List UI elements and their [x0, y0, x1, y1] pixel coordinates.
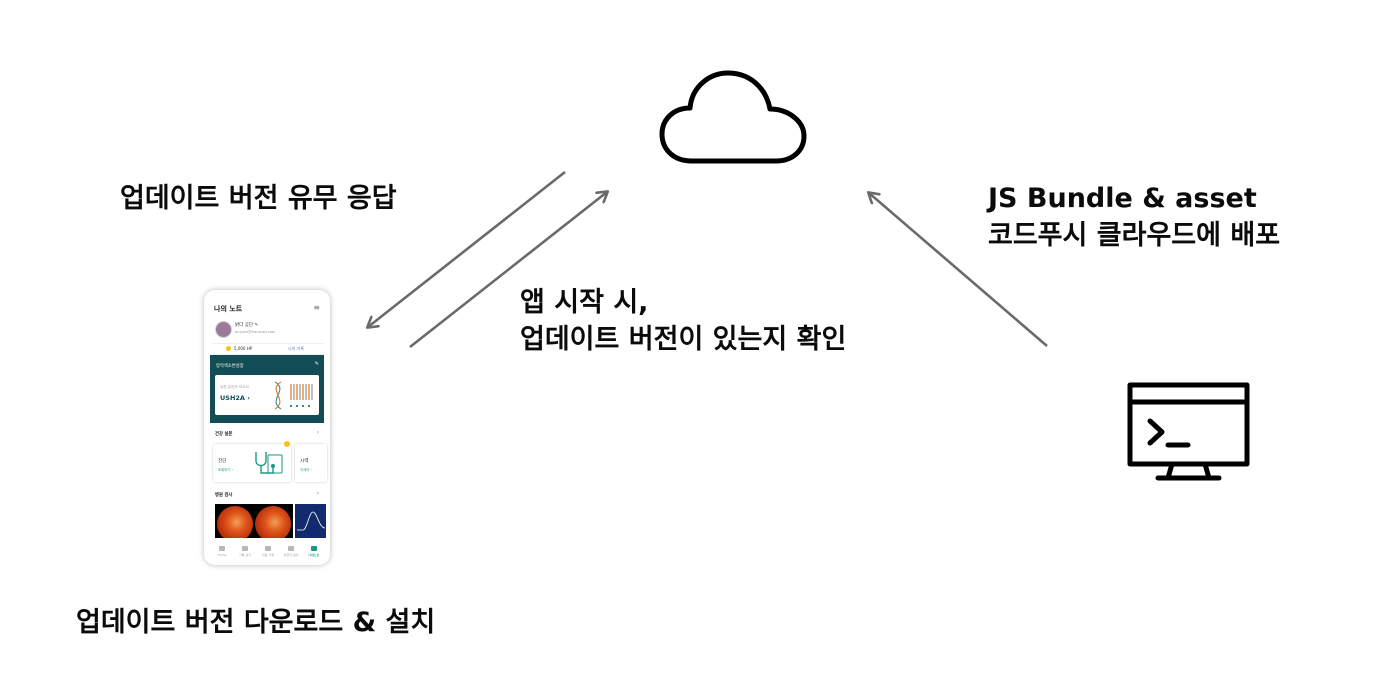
chevron-right-icon: ›	[316, 429, 319, 436]
dna-icon	[274, 381, 313, 410]
diagnosis-link: 조회하기 ›	[218, 468, 233, 472]
app-start-check-label: 앱 시작 시, 업데이트 버전이 있는지 확인	[520, 284, 846, 358]
retina-image	[215, 504, 293, 538]
vision-card: 시력 자세히 ›	[295, 444, 327, 482]
retina-right	[255, 506, 291, 538]
genetic-report-title: 망막색소변성증	[216, 364, 244, 369]
diagnosis-title: 진단	[218, 459, 227, 464]
user-email: anyone@hansney.com	[235, 330, 276, 334]
deploy-line-1: JS Bundle & asset	[988, 183, 1257, 214]
deploy-line-2: 코드푸시 클라우드에 배포	[988, 220, 1281, 251]
tab-my-note: 나의노트	[303, 546, 325, 557]
points-value: 5,000 HP	[234, 346, 253, 351]
edit-icon: ✎	[314, 361, 319, 367]
person-icon	[311, 546, 317, 551]
computer-terminal-icon	[1127, 382, 1250, 481]
chevron-right-icon: ›	[316, 490, 319, 497]
user-name: 밝다 공단 ✎	[235, 323, 259, 328]
update-response-label: 업데이트 버전 유무 응답	[120, 183, 397, 214]
stethoscope-icon	[255, 452, 283, 474]
treatment-icon	[265, 546, 271, 551]
gene-name: USH2A ›	[220, 394, 250, 402]
download-install-label: 업데이트 버전 다운로드 & 설치	[76, 607, 436, 638]
menu-icon: ≡	[313, 303, 320, 312]
arrow-deploy	[869, 193, 1048, 347]
gene-test-icon	[288, 546, 294, 551]
notification-dot	[284, 441, 290, 447]
arrow-update-response	[368, 170, 566, 327]
tab-treatment: 치료 기술	[257, 546, 279, 557]
vision-title: 시력	[300, 459, 309, 464]
cloud-icon	[659, 70, 807, 164]
erg-graph	[297, 511, 326, 531]
app-start-line-2: 업데이트 버전이 있는지 확인	[520, 324, 847, 355]
tab-records-label: 기록 보기	[239, 553, 251, 557]
gene-card-subtitle: 유전 유전자 보고서	[220, 385, 249, 389]
coin-icon	[226, 346, 231, 351]
home-icon	[219, 546, 225, 551]
arrow-update-check	[409, 192, 607, 349]
app-start-line-1: 앱 시작 시,	[520, 287, 649, 318]
avatar	[215, 321, 232, 338]
tab-home: Home	[211, 546, 233, 557]
tab-home-label: Home	[217, 553, 227, 557]
vision-link: 자세히 ›	[300, 468, 312, 472]
gene-card: 유전 유전자 보고서 USH2A ›	[215, 375, 319, 415]
record-link: 나의 기록	[288, 346, 304, 351]
tab-gene-test: 유전자 검사	[280, 546, 302, 557]
diagnosis-card: 진단 조회하기 ›	[213, 441, 291, 482]
deploy-label: JS Bundle & asset 코드푸시 클라우드에 배포	[988, 180, 1280, 254]
tab-treatment-label: 치료 기술	[262, 553, 274, 557]
records-icon	[242, 546, 248, 551]
phone-screenshot: 나의 노트 ≡ 밝다 공단 ✎ anyone@hansney.com 5,000…	[204, 290, 330, 565]
tab-records: 기록 보기	[234, 546, 256, 557]
stats-bar: 5,000 HP 나의 기록	[212, 343, 324, 355]
tab-gene-test-label: 유전자 검사	[283, 553, 299, 557]
phone-page-title: 나의 노트	[214, 305, 243, 313]
hospital-test-header: 병원 검사	[215, 493, 233, 498]
genetic-report-panel: 망막색소변성증 ✎ 유전 유전자 보고서 USH2A ›	[210, 355, 324, 423]
health-survey-header: 건강 설문	[215, 432, 233, 437]
retina-left	[217, 506, 253, 538]
erg-graph-image	[295, 504, 326, 538]
tab-my-note-label: 나의노트	[308, 553, 320, 557]
